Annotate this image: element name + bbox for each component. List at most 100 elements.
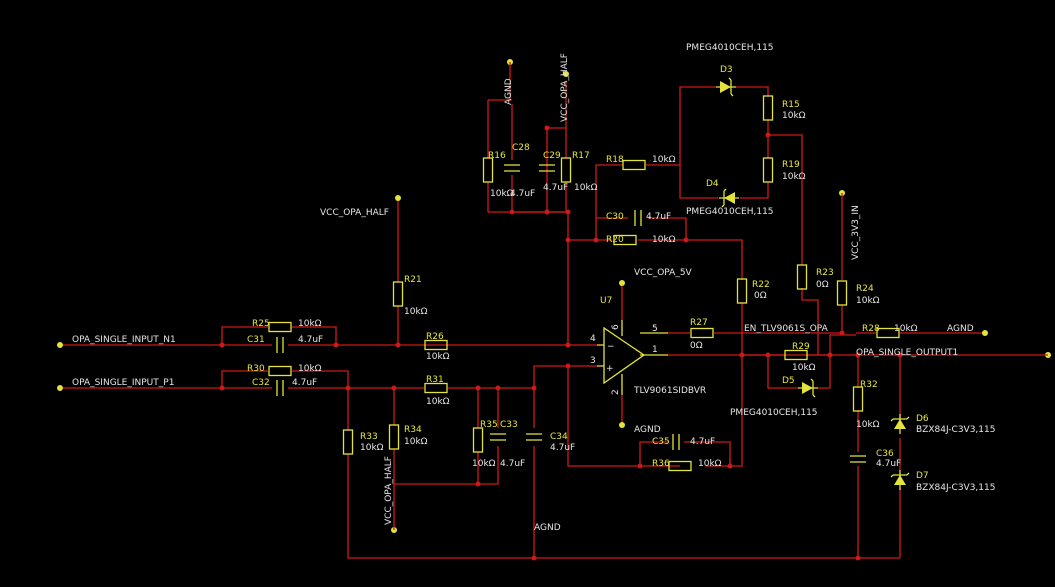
- u7-pin4: 4: [590, 334, 596, 344]
- r17-value: 10kΩ: [574, 183, 598, 193]
- r19-designator: R19: [782, 160, 800, 170]
- u7-pin2: 2: [611, 389, 621, 395]
- diode-d6[interactable]: [890, 414, 910, 434]
- r32-value: 10kΩ: [856, 420, 880, 430]
- r33-value: 10kΩ: [360, 443, 384, 453]
- capacitor-c29[interactable]: [539, 164, 555, 172]
- r20-designator: R20: [606, 235, 624, 245]
- u7-designator: U7: [600, 296, 612, 306]
- vcc-5v-port[interactable]: [619, 280, 625, 286]
- r18-value: 10kΩ: [652, 155, 676, 165]
- diode-d4[interactable]: [719, 188, 739, 208]
- capacitor-c28[interactable]: [504, 164, 520, 172]
- r26-value: 10kΩ: [426, 352, 450, 362]
- d3-value: PMEG4010CEH,115: [686, 43, 774, 53]
- resistor-r29[interactable]: [784, 349, 808, 361]
- vcc-half-left-label: VCC_OPA_HALF: [320, 208, 389, 218]
- capacitor-c36[interactable]: [850, 455, 866, 463]
- resistor-r34[interactable]: [388, 424, 400, 450]
- vcc-half-bottom-label: VCC_OPA_HALF: [384, 456, 394, 525]
- r31-designator: R31: [426, 375, 444, 385]
- resistor-r15[interactable]: [762, 95, 774, 121]
- resistor-r18[interactable]: [622, 159, 646, 171]
- c36-value: 4.7uF: [876, 459, 901, 469]
- c31-value: 4.7uF: [298, 335, 323, 345]
- r23-designator: R23: [816, 268, 834, 278]
- d7-designator: D7: [916, 471, 929, 481]
- u7-pin3: 3: [590, 356, 596, 366]
- resistor-r21[interactable]: [392, 281, 404, 307]
- opamp-u7[interactable]: − + 4 3 1 5 6 2 U7 TLV9061SIDBVR: [590, 296, 706, 396]
- capacitor-c30[interactable]: [634, 210, 642, 226]
- c34-value: 4.7uF: [550, 443, 575, 453]
- resistor-r19[interactable]: [762, 157, 774, 183]
- capacitor-c31[interactable]: [276, 337, 284, 353]
- r34-designator: R34: [404, 425, 422, 435]
- resistor-r23[interactable]: [796, 264, 808, 290]
- agnd-opamp-port[interactable]: [619, 422, 625, 428]
- c30-designator: C30: [606, 212, 624, 222]
- resistor-r22[interactable]: [736, 278, 748, 304]
- svg-text:−: −: [607, 342, 615, 352]
- resistor-r31[interactable]: [424, 382, 448, 394]
- input-n1-port[interactable]: [57, 342, 63, 348]
- capacitor-c35[interactable]: [672, 434, 680, 450]
- capacitor-c32[interactable]: [276, 380, 284, 396]
- en-label: EN_TLV9061S_OPA: [744, 324, 829, 334]
- agnd-right-port[interactable]: [982, 330, 988, 336]
- u7-part: TLV9061SIDBVR: [633, 386, 706, 396]
- d5-designator: D5: [782, 376, 795, 386]
- diode-d5[interactable]: [798, 378, 818, 398]
- r35-designator: R35: [480, 420, 498, 430]
- r33-designator: R33: [360, 432, 378, 442]
- vcc-half-left-port[interactable]: [395, 195, 401, 201]
- agnd-opamp-label: AGND: [634, 425, 661, 435]
- agnd-right-label: AGND: [947, 324, 974, 334]
- r27-value: 0Ω: [690, 341, 703, 351]
- c32-value: 4.7uF: [292, 378, 317, 388]
- resistor-r28[interactable]: [876, 327, 900, 339]
- r32-designator: R32: [860, 380, 878, 390]
- input-p1-port[interactable]: [57, 385, 63, 391]
- resistor-r16[interactable]: [482, 157, 494, 183]
- resistor-r24[interactable]: [836, 280, 848, 306]
- d6-designator: D6: [916, 414, 929, 424]
- resistor-r35[interactable]: [472, 427, 484, 453]
- r15-value: 10kΩ: [782, 111, 806, 121]
- capacitor-c33[interactable]: [490, 433, 506, 441]
- r25-designator: R25: [252, 319, 270, 329]
- r30-value: 10kΩ: [298, 364, 322, 374]
- diode-d7[interactable]: [890, 470, 910, 490]
- r36-designator: R36: [652, 459, 670, 469]
- c29-value: 4.7uF: [543, 183, 568, 193]
- vcc-half-top-port[interactable]: [563, 71, 569, 77]
- resistor-r32[interactable]: [852, 386, 864, 412]
- r17-designator: R17: [572, 151, 590, 161]
- r29-designator: R29: [792, 342, 810, 352]
- resistor-r33[interactable]: [342, 429, 354, 455]
- r24-designator: R24: [856, 284, 874, 294]
- capacitor-c34[interactable]: [526, 433, 542, 441]
- d5-value: PMEG4010CEH,115: [730, 408, 818, 418]
- resistor-r17[interactable]: [560, 157, 572, 183]
- resistor-r26[interactable]: [424, 339, 448, 351]
- input-n1-label: OPA_SINGLE_INPUT_N1: [72, 335, 176, 345]
- r18-designator: R18: [606, 155, 624, 165]
- c28-designator: C28: [512, 143, 530, 153]
- resistor-r27[interactable]: [690, 327, 714, 339]
- c28-value: 4.7uF: [510, 189, 535, 199]
- resistor-r20[interactable]: [613, 234, 637, 246]
- r16-designator: R16: [488, 151, 506, 161]
- resistor-r25[interactable]: [268, 321, 292, 333]
- r16-value: 10kΩ: [490, 189, 514, 199]
- c35-designator: C35: [652, 437, 670, 447]
- output-label: OPA_SINGLE_OUTPUT1: [856, 348, 958, 358]
- resistor-r30[interactable]: [268, 365, 292, 377]
- diode-d3[interactable]: [716, 77, 736, 97]
- resistor-r36[interactable]: [668, 460, 692, 472]
- c30-value: 4.7uF: [646, 212, 671, 222]
- c32-designator: C32: [252, 378, 270, 388]
- components: [268, 77, 910, 490]
- c35-value: 4.7uF: [690, 437, 715, 447]
- r27-designator: R27: [690, 318, 708, 328]
